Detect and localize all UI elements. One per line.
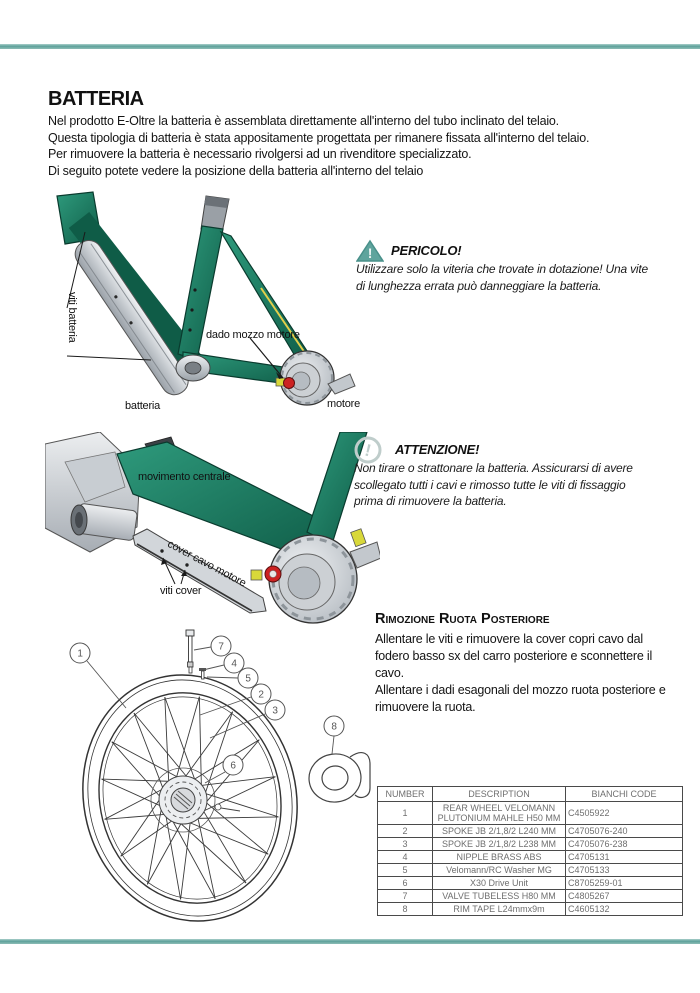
cell-code: C8705259-01 [565, 876, 683, 890]
cell-description: SPOKE JB 2/1,8/2 L240 MM [432, 824, 566, 838]
rear-wheel-text-line: Allentare le viti e rimuovere la cover c… [375, 632, 653, 680]
intro-line: Per rimuovere la batteria è necessario r… [48, 147, 472, 161]
figure1-label-motore: motore [327, 398, 361, 410]
cell-code: C4805267 [565, 889, 683, 903]
cell-code: C4705131 [565, 850, 683, 864]
attention-title: ATTENZIONE! [395, 442, 480, 457]
callout-5: 5 [245, 674, 251, 685]
svg-text:!: ! [368, 245, 372, 261]
callout-2: 2 [258, 690, 264, 701]
attention-circle-icon: ! [354, 436, 382, 464]
callout-1: 1 [77, 649, 83, 660]
callout-3: 3 [272, 706, 278, 717]
figure2-label-movimento-centrale: movimento centrale [138, 471, 231, 483]
table-row: 7 VALVE TUBELESS H80 MM C4805267 [377, 889, 683, 903]
cell-code: C4705133 [565, 863, 683, 877]
header-number: NUMBER [377, 786, 433, 802]
cell-number: 7 [377, 889, 433, 903]
table-row: 6 X30 Drive Unit C8705259-01 [377, 876, 683, 890]
cell-number: 6 [377, 876, 433, 890]
parts-table-header-row: NUMBER DESCRIPTION BIANCHI CODE [377, 786, 683, 802]
top-divider [0, 44, 700, 49]
wheel-exploded-figure: 1 7 4 5 2 3 6 8 [69, 629, 371, 922]
callout-4: 4 [231, 659, 237, 670]
rear-wheel-section-title: Rimozione Ruota Posteriore [375, 611, 550, 627]
table-row: 8 RIM TAPE L24mmx9m C4605132 [377, 902, 683, 916]
cell-number: 8 [377, 902, 433, 916]
figure1-label-dado-mozzo-motore: dado mozzo motore [206, 329, 300, 341]
cell-number: 3 [377, 837, 433, 851]
motor-cover-figure [45, 432, 380, 624]
table-row: 2 SPOKE JB 2/1,8/2 L240 MM C4705076-240 [377, 824, 683, 838]
bottom-divider [0, 939, 700, 944]
rear-wheel-section-text: Allentare le viti e rimuovere la cover c… [375, 631, 677, 716]
callout-6: 6 [230, 761, 236, 772]
cell-description: REAR WHEEL VELOMANN PLUTONIUM MAHLE H50 … [432, 801, 566, 825]
cell-code: C4705076-240 [565, 824, 683, 838]
intro-line: Di seguito potete vedere la posizione de… [48, 163, 424, 178]
cell-description: Velomann/RC Washer MG [432, 863, 566, 877]
cell-number: 5 [377, 863, 433, 877]
header-bianchi-code: BIANCHI CODE [565, 786, 683, 802]
cell-number: 2 [377, 824, 433, 838]
cell-code: C4605132 [565, 902, 683, 916]
intro-paragraph: Nel prodotto E-Oltre la batteria è assem… [48, 113, 658, 179]
cell-code: C4505922 [565, 801, 683, 825]
table-row: 4 NIPPLE BRASS ABS C4705131 [377, 850, 683, 864]
frame-battery-figure [56, 191, 356, 406]
cell-description: NIPPLE BRASS ABS [432, 850, 566, 864]
parts-table: NUMBER DESCRIPTION BIANCHI CODE 1 REAR W… [377, 786, 683, 916]
cell-description: RIM TAPE L24mmx9m [432, 902, 566, 916]
figure1-label-viti-batteria: viti batteria [66, 292, 78, 343]
cell-number: 4 [377, 850, 433, 864]
attention-text: Non tirare o strattonare la batteria. As… [354, 461, 633, 508]
callout-bubbles: 1 7 4 5 2 3 6 8 [69, 635, 345, 776]
callout-8: 8 [331, 722, 337, 733]
danger-text: Utilizzare solo la viteria che trovate i… [356, 262, 648, 293]
table-row: 3 SPOKE JB 2/1,8/2 L238 MM C4705076-238 [377, 837, 683, 851]
callout-7: 7 [218, 642, 224, 653]
table-row: 5 Velomann/RC Washer MG C4705133 [377, 863, 683, 877]
cell-code: C4705076-238 [565, 837, 683, 851]
danger-title: PERICOLO! [391, 243, 462, 258]
cell-number: 1 [377, 801, 433, 825]
rear-wheel-text-line: Allentare i dadi esagonali del mozzo ruo… [375, 683, 666, 714]
cell-description: SPOKE JB 2/1,8/2 L238 MM [432, 837, 566, 851]
cell-description: X30 Drive Unit [432, 876, 566, 890]
warning-triangle-icon: ! [356, 239, 384, 262]
figure1-label-batteria: batteria [125, 400, 161, 412]
intro-line: Questa tipologia di batteria è stata app… [48, 130, 590, 145]
intro-line: Nel prodotto E-Oltre la batteria è assem… [48, 114, 559, 128]
page-title: BATTERIA [48, 88, 144, 110]
svg-text:!: ! [363, 441, 373, 461]
figure2-label-viti-cover: viti cover [160, 585, 202, 597]
table-row: 1 REAR WHEEL VELOMANN PLUTONIUM MAHLE H5… [377, 801, 683, 825]
header-description: DESCRIPTION [432, 786, 566, 802]
cell-description: VALVE TUBELESS H80 MM [432, 889, 566, 903]
